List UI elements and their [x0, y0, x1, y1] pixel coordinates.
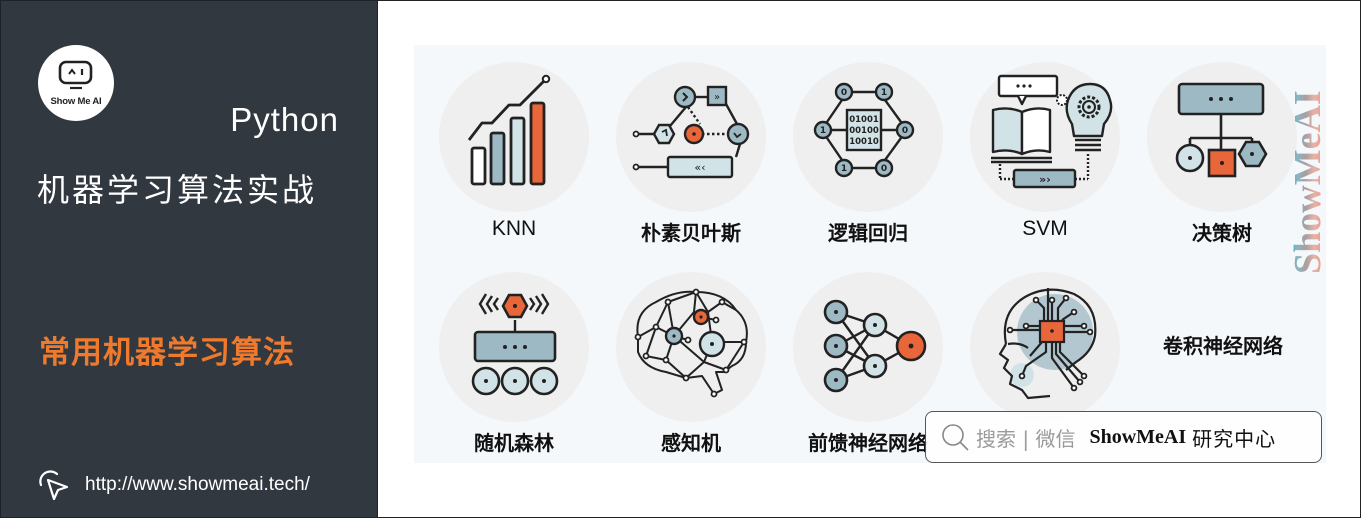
algorithm-label: 决策树 [1192, 221, 1252, 245]
svg-text:00100: 00100 [849, 126, 879, 136]
cursor-click-icon [39, 470, 69, 501]
svg-text:10010: 10010 [849, 137, 879, 147]
python-title: Python [230, 101, 339, 138]
node-flow-icon: » «‹ [632, 85, 750, 179]
search-brand-suffix: 研究中心 [1192, 426, 1277, 451]
showmeai-logo[interactable]: Show Me AI [38, 45, 114, 121]
binary-hexagon-icon: 01001 00100 10010 0 1 1 0 1 0 [813, 82, 915, 178]
svg-text:1: 1 [820, 126, 826, 136]
svg-text:ShowMeAI: ShowMeAI [1290, 90, 1326, 274]
search-icon [942, 424, 969, 451]
svg-text:»: » [714, 92, 720, 103]
icon-circle: » «‹ [616, 62, 766, 212]
icon-circle: »› [970, 62, 1120, 212]
svg-text:0: 0 [841, 88, 847, 98]
svg-text:«‹: «‹ [694, 161, 705, 174]
search-hint: 搜索 | 微信 [976, 426, 1076, 451]
icon-circle [439, 62, 589, 212]
algorithm-label: 感知机 [661, 431, 721, 455]
book-lightbulb-icon: »› [991, 74, 1113, 189]
svg-text:1: 1 [841, 164, 847, 174]
algorithm-label: 前馈神经网络 [808, 431, 928, 455]
brain-network-icon [634, 288, 748, 398]
left-panel: Show Me AI Python 机器学习算法实战 常用机器学习算法 http… [0, 0, 378, 518]
algorithm-label: 随机森林 [474, 431, 554, 455]
feedforward-network-icon [823, 299, 927, 393]
svg-text:»›: »› [1039, 173, 1051, 186]
website-link[interactable]: http://www.showmeai.tech/ [37, 469, 310, 501]
website-url[interactable]: http://www.showmeai.tech/ [85, 474, 310, 495]
showmeai-vertical-brand: ShowMeAI [1287, 40, 1329, 276]
svg-text:1: 1 [881, 88, 887, 98]
icon-circle [616, 272, 766, 422]
svg-text:01001: 01001 [849, 115, 879, 125]
svg-text:0: 0 [902, 126, 908, 136]
algorithm-label: 朴素贝叶斯 [641, 221, 741, 245]
icon-circle [439, 272, 589, 422]
search-brand: ShowMeAI [1089, 425, 1187, 448]
robot-monitor-icon [58, 60, 93, 90]
wechat-search-banner[interactable]: 搜索 | 微信 ShowMeAI 研究中心 [925, 411, 1322, 463]
robot-cart-icon [471, 293, 559, 396]
algorithm-label-cnn: 卷积神经网络 [1163, 334, 1283, 358]
icon-circle: 01001 00100 10010 0 1 1 0 1 0 [793, 62, 943, 212]
algorithm-label: 逻辑回归 [828, 221, 908, 245]
course-title: 机器学习算法实战 [37, 171, 318, 209]
bar-chart-trend-icon [467, 74, 551, 186]
algorithm-label: KNN [491, 217, 537, 240]
section-title: 常用机器学习算法 [39, 335, 295, 371]
tree-hierarchy-icon [1175, 82, 1268, 178]
icon-circle [793, 272, 943, 422]
icon-circle [970, 272, 1120, 422]
icon-circle [1147, 62, 1297, 212]
algorithm-label: SVM [1022, 217, 1068, 240]
svg-text:0: 0 [881, 164, 887, 174]
ai-head-chip-icon [998, 288, 1097, 400]
logo-text: Show Me AI [50, 96, 102, 107]
